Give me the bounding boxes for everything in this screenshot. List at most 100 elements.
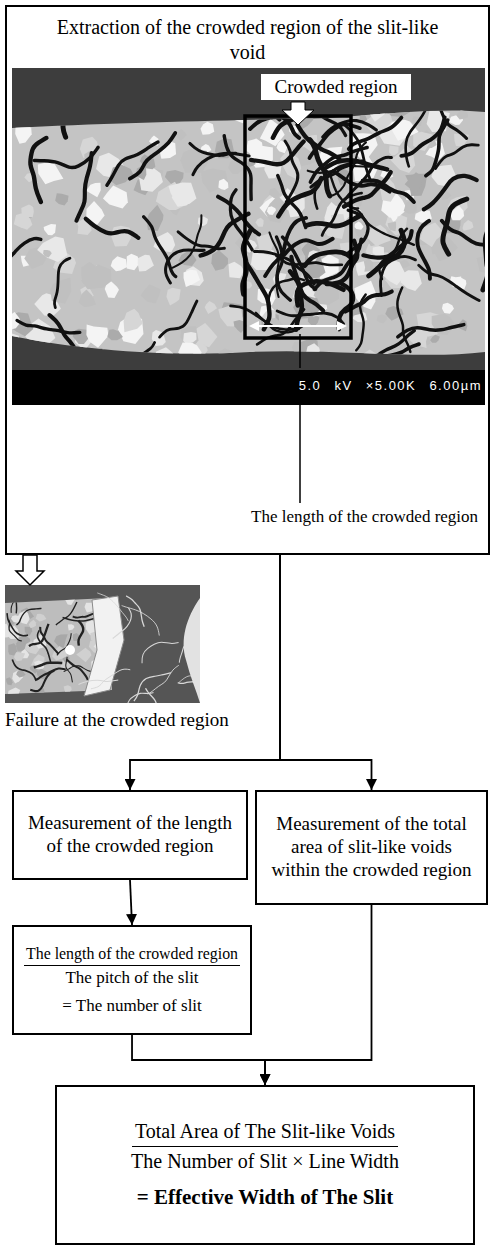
process-box: Measurement of the length of the crowded… bbox=[12, 790, 248, 880]
process-box: Measurement of the total area of slit-li… bbox=[255, 790, 488, 905]
slit-void bbox=[49, 315, 91, 375]
slit-void bbox=[46, 83, 88, 121]
slit-void bbox=[9, 620, 22, 641]
grain bbox=[377, 314, 387, 323]
slit-void bbox=[107, 142, 158, 185]
grain bbox=[156, 347, 178, 370]
slit-void bbox=[277, 311, 343, 324]
grain bbox=[14, 652, 25, 661]
grain bbox=[8, 688, 20, 699]
slit-void bbox=[363, 231, 411, 258]
slit-void bbox=[349, 118, 402, 149]
grain bbox=[228, 262, 243, 279]
slit-void bbox=[417, 221, 430, 279]
grain bbox=[227, 99, 236, 110]
grain bbox=[255, 218, 263, 227]
slit-void bbox=[424, 176, 477, 209]
grain bbox=[103, 185, 128, 208]
formula-result: = The number of slit bbox=[62, 996, 202, 1016]
slit-void bbox=[443, 199, 467, 254]
panel-frame: Extraction of the crowded region of the … bbox=[5, 5, 490, 555]
whiskers bbox=[78, 593, 200, 703]
grain bbox=[388, 222, 397, 231]
slit-void bbox=[29, 624, 49, 646]
slit-void bbox=[34, 663, 62, 668]
grain bbox=[389, 146, 399, 156]
formula-result: = Effective Width of The Slit bbox=[137, 1185, 393, 1210]
grain bbox=[44, 224, 56, 235]
whisker bbox=[142, 642, 179, 663]
image-label: Crowded region bbox=[261, 74, 412, 100]
slit-void bbox=[406, 100, 430, 166]
grain bbox=[477, 256, 485, 273]
grain bbox=[141, 284, 161, 303]
crowded-region-frame bbox=[245, 116, 351, 338]
grain bbox=[362, 350, 377, 368]
grain bbox=[12, 105, 27, 129]
slit-void bbox=[430, 79, 467, 138]
grain bbox=[50, 277, 71, 303]
grain bbox=[198, 217, 208, 227]
grain bbox=[218, 179, 228, 190]
grain bbox=[68, 624, 74, 630]
grain bbox=[463, 220, 474, 231]
slit-void bbox=[380, 257, 415, 296]
particle bbox=[65, 645, 75, 655]
grain bbox=[168, 182, 196, 205]
slit-void bbox=[269, 232, 278, 297]
slit-void bbox=[30, 671, 54, 691]
line-notch bbox=[184, 598, 200, 703]
flow-arrow bbox=[132, 1035, 265, 1085]
grain bbox=[54, 634, 68, 647]
grain bbox=[12, 333, 20, 346]
flow-arrow bbox=[265, 905, 372, 1085]
fraction-numerator: The length of the crowded region bbox=[24, 945, 240, 966]
grain bbox=[90, 348, 107, 366]
slit-void bbox=[276, 237, 290, 300]
grain bbox=[211, 250, 228, 271]
whisker bbox=[97, 593, 128, 621]
whisker bbox=[148, 665, 179, 694]
dimension-label: The length of the crowded region bbox=[250, 507, 479, 527]
grain bbox=[306, 343, 320, 357]
grain bbox=[55, 193, 68, 205]
panel-heading: Extraction of the crowded region of the … bbox=[48, 15, 448, 65]
fraction-numerator: Total Area of The Slit-like Voids bbox=[132, 1120, 398, 1147]
slit-void bbox=[397, 287, 410, 351]
grain bbox=[205, 301, 217, 314]
grain bbox=[430, 335, 440, 343]
grain bbox=[197, 106, 212, 118]
slit-void bbox=[278, 178, 321, 216]
slit-void bbox=[34, 147, 98, 167]
slit-void bbox=[398, 325, 464, 337]
grain bbox=[43, 250, 52, 258]
whisker bbox=[126, 596, 144, 627]
grain bbox=[456, 110, 468, 120]
grain bbox=[364, 259, 374, 272]
grain bbox=[36, 614, 47, 622]
slit-void bbox=[483, 226, 485, 290]
grain bbox=[111, 256, 127, 271]
slit-void bbox=[30, 138, 46, 202]
slit-void bbox=[329, 142, 366, 196]
void-texture bbox=[5, 588, 141, 699]
slit-void bbox=[78, 621, 83, 646]
grain bbox=[147, 205, 164, 231]
slit-void bbox=[17, 320, 80, 332]
grain bbox=[442, 303, 454, 314]
slit-void bbox=[64, 666, 93, 672]
fraction-denominator: The Number of Slit × Line Width bbox=[131, 1147, 399, 1173]
grain bbox=[21, 204, 34, 217]
slit-void bbox=[356, 295, 365, 351]
grain bbox=[124, 309, 143, 332]
box-text: Measurement of the length of the crowded… bbox=[22, 812, 238, 858]
formula-box: The length of the crowded regionThe pitc… bbox=[12, 925, 252, 1035]
slit-void bbox=[86, 219, 139, 238]
box-text: Measurement of the total area of slit-li… bbox=[265, 813, 478, 881]
failure-micrograph bbox=[5, 585, 200, 703]
slit-void bbox=[16, 608, 41, 625]
slit-void bbox=[63, 83, 81, 137]
grain bbox=[111, 226, 131, 247]
